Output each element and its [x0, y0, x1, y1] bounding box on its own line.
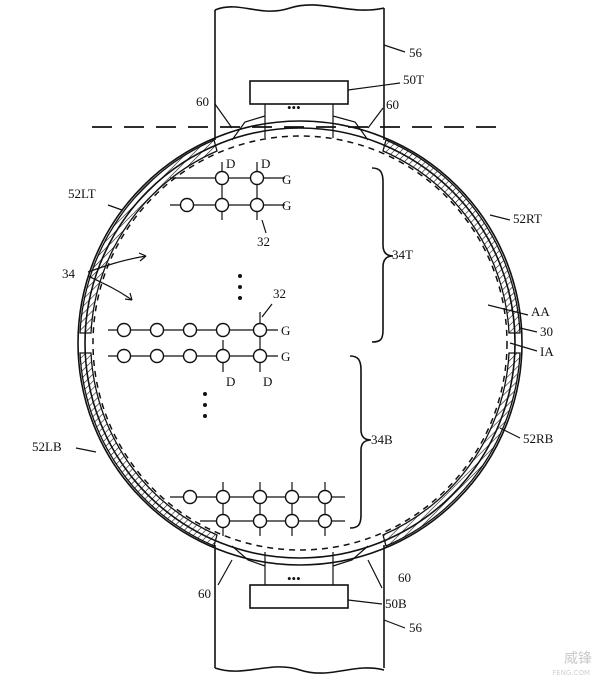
pixel-cluster-bottom [170, 482, 345, 536]
label-52LT: 52LT [68, 186, 96, 201]
label-D-3: D [226, 374, 235, 389]
connector-bottom: ••• [231, 545, 369, 609]
label-34B: 34B [371, 432, 393, 447]
label-G-1: G [282, 172, 291, 187]
housing-outer [77, 120, 523, 566]
strap-bottom [214, 545, 385, 674]
label-32-mid: 32 [273, 286, 286, 301]
label-60-top-right: 60 [386, 97, 399, 112]
label-D-4: D [263, 374, 272, 389]
border-52LB [79, 352, 218, 547]
watermark-sub: FENG.COM [552, 669, 590, 677]
watermark: 威锋 [564, 651, 592, 667]
connector-top: ••• [231, 80, 369, 141]
connector-bottom-ellipsis: ••• [287, 571, 301, 586]
label-52RT: 52RT [513, 211, 542, 226]
arrow-34-upper [87, 255, 147, 273]
label-52RB: 52RB [523, 431, 554, 446]
label-52LB: 52LB [32, 439, 62, 454]
label-32-top: 32 [257, 234, 270, 249]
label-34T: 34T [392, 247, 413, 262]
label-G-3: G [281, 323, 290, 338]
active-area-boundary [92, 135, 508, 551]
label-D-2: D [261, 156, 270, 171]
label-50T: 50T [403, 72, 424, 87]
pixel-cluster-top [170, 162, 285, 220]
strap-top [214, 4, 385, 140]
connector-top-ellipsis: ••• [287, 100, 301, 115]
label-34: 34 [62, 266, 76, 281]
label-56-top: 56 [409, 45, 423, 60]
label-56-bottom: 56 [409, 620, 423, 635]
label-60-bottom-right: 60 [398, 570, 411, 585]
label-D-1: D [226, 156, 235, 171]
label-60-bottom-left: 60 [198, 586, 211, 601]
label-50B: 50B [385, 596, 407, 611]
leader-lines [75, 44, 538, 629]
arrow-34-lower [87, 275, 133, 301]
brace-34T [371, 167, 394, 343]
pixel-rows-middle [108, 312, 278, 372]
label-IA: IA [540, 344, 554, 359]
label-G-2: G [282, 198, 291, 213]
housing-inner [84, 127, 516, 559]
border-52RB [382, 352, 521, 547]
brace-34B [349, 355, 372, 529]
border-52RT [382, 139, 521, 334]
label-60-top-left: 60 [196, 94, 209, 109]
label-30: 30 [540, 324, 553, 339]
label-AA: AA [531, 304, 550, 319]
label-G-4: G [281, 349, 290, 364]
border-52LT [79, 139, 218, 334]
